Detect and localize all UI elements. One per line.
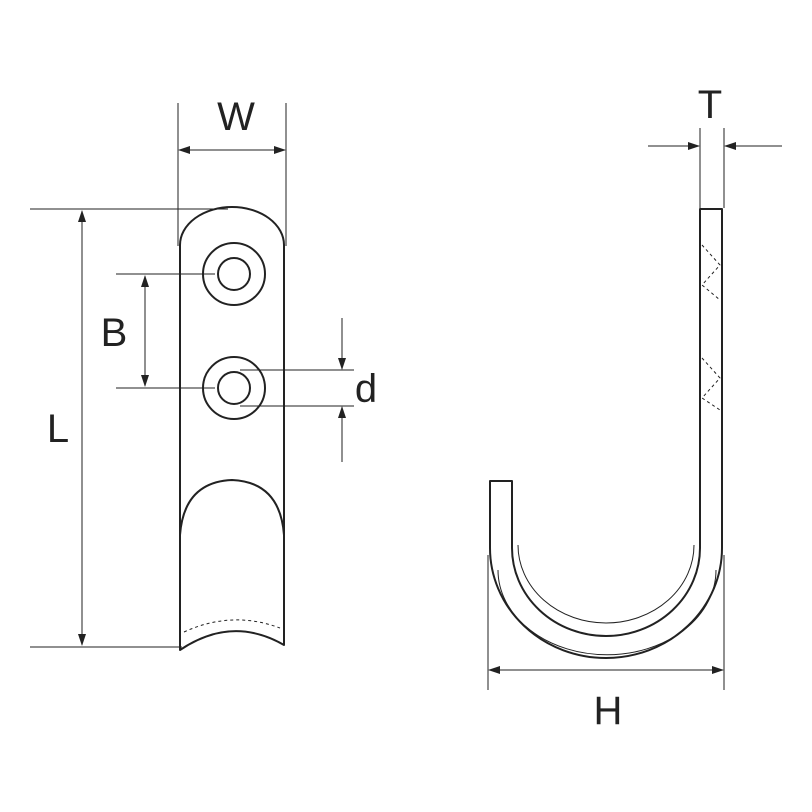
h-label: H bbox=[594, 689, 623, 733]
side-view: T H bbox=[487, 83, 782, 733]
t-label: T bbox=[698, 83, 722, 127]
hook-hole-dashes-lower bbox=[701, 357, 721, 411]
front-view: W L B d bbox=[30, 95, 377, 651]
d-label: d bbox=[355, 367, 377, 411]
l-label: L bbox=[47, 407, 69, 451]
hook-outline bbox=[489, 208, 723, 659]
hook-hole-dashes-upper bbox=[701, 244, 721, 301]
w-label: W bbox=[217, 95, 255, 139]
front-bend-curve bbox=[179, 479, 285, 536]
upper-hole-inner bbox=[217, 257, 251, 291]
hook-inner-contour bbox=[517, 544, 695, 624]
lower-hole-inner bbox=[217, 371, 251, 405]
front-bottom-dashed-edge bbox=[183, 619, 281, 633]
front-plate-outline bbox=[179, 206, 285, 651]
hook-mid-contour bbox=[497, 569, 717, 656]
b-label: B bbox=[101, 311, 128, 355]
